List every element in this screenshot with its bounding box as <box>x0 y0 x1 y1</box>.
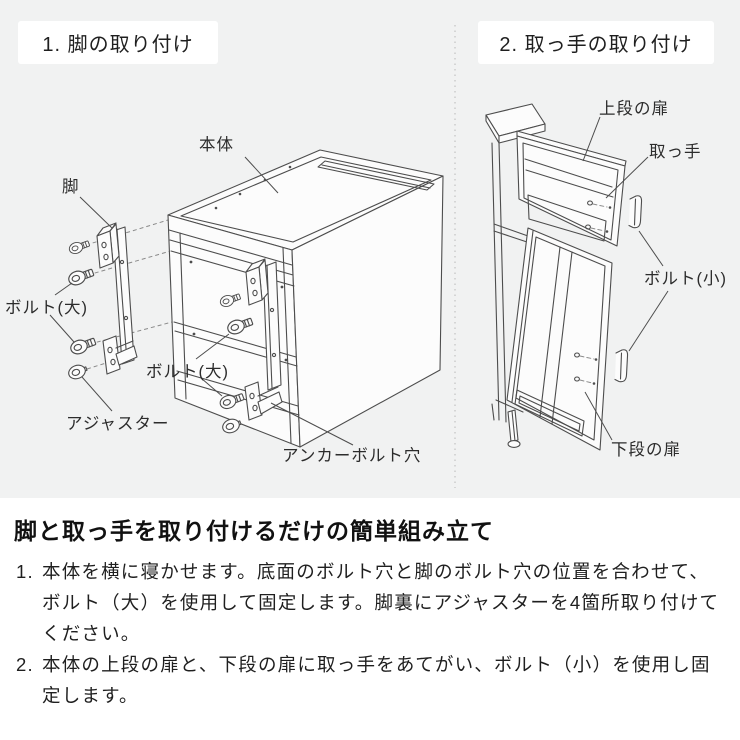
label-bolt-large: ボルト(大) <box>5 299 88 317</box>
label-bolt-small: ボルト(小) <box>644 270 727 288</box>
assembly-diagram-section: 1. 脚の取り付け 2. 取っ手の取り付け 本体 脚 ボルト(大) ボルト(大)… <box>0 0 740 498</box>
assembly-instructions: 脚と取っ手を取り付けるだけの簡単組み立て 1. 本体を横に寝かせます。底面のボル… <box>0 498 740 740</box>
label-leader-lines-left <box>49 156 354 446</box>
step-text: 本体を横に寝かせます。底面のボルト穴と脚のボルト穴の位置を合わせて、ボルト（大）… <box>42 561 720 644</box>
label-lower-door: 下段の扉 <box>611 441 681 459</box>
handle-attachment-diagram <box>485 103 669 451</box>
label-leg: 脚 <box>62 178 80 196</box>
handle-icon <box>614 349 629 383</box>
label-anchor-bolt-hole: アンカーボルト穴 <box>282 447 422 465</box>
adjuster-icon <box>66 361 90 382</box>
lower-door-drawing <box>506 227 613 451</box>
assembly-diagrams-drawing <box>49 25 669 488</box>
label-leader-lines-right <box>582 116 669 441</box>
step2-title: 2. 取っ手の取り付け <box>499 34 693 56</box>
label-upper-door: 上段の扉 <box>599 100 669 118</box>
instruction-step-1: 1. 本体を横に寝かせます。底面のボルト穴と脚のボルト穴の位置を合わせて、ボルト… <box>16 556 722 649</box>
cabinet-body-drawing <box>167 149 444 448</box>
label-bolt-large: ボルト(大) <box>146 363 229 381</box>
attached-leg-drawing <box>244 258 283 421</box>
upper-door-drawing <box>516 130 627 247</box>
handle-icon <box>628 195 643 229</box>
step2-title-box: 2. 取っ手の取り付け <box>478 21 714 64</box>
step-number: 2. <box>16 654 34 675</box>
exploded-leg-drawing <box>96 222 138 375</box>
label-handle: 取っ手 <box>649 143 702 161</box>
step-number: 1. <box>16 561 34 582</box>
instruction-step-2: 2. 本体の上段の扉と、下段の扉に取っ手をあてがい、ボルト（小）を使用し固定しま… <box>16 649 722 711</box>
label-cabinet-body: 本体 <box>199 136 234 154</box>
step1-title: 1. 脚の取り付け <box>42 34 194 56</box>
bolt-large-icon <box>67 237 92 256</box>
instructions-heading: 脚と取っ手を取り付けるだけの簡単組み立て <box>14 518 494 544</box>
bolt-large-icon <box>68 334 98 357</box>
leg-attachment-diagram <box>49 149 444 448</box>
step1-title-box: 1. 脚の取り付け <box>18 21 218 64</box>
step-text: 本体の上段の扉と、下段の扉に取っ手をあてがい、ボルト（小）を使用し固定します。 <box>42 654 711 706</box>
label-adjuster: アジャスター <box>66 415 170 433</box>
